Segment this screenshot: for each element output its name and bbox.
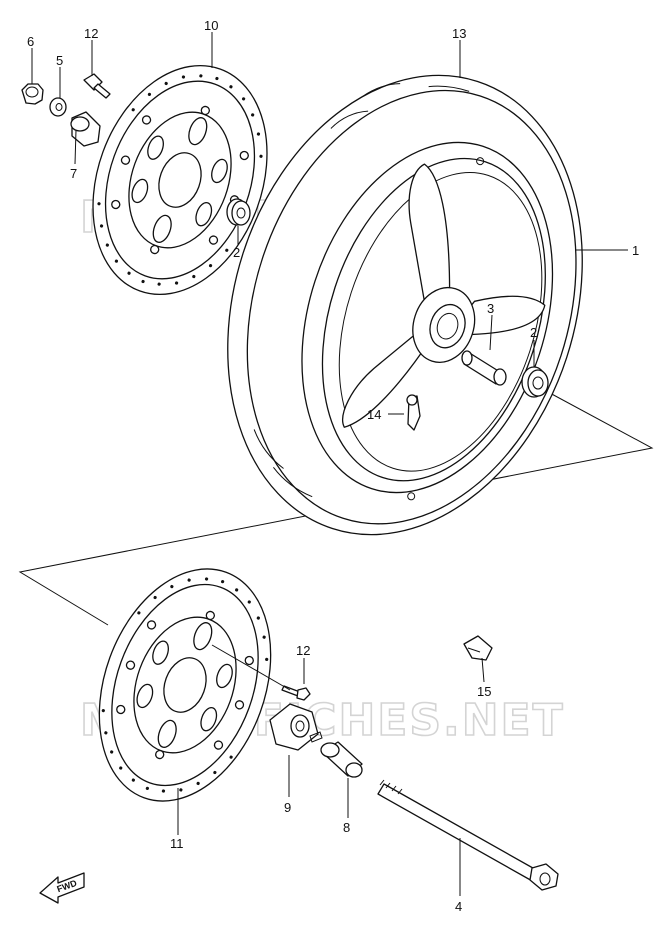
callout-12-top: 12 — [84, 26, 98, 41]
callout-3: 3 — [487, 301, 494, 316]
bolt-upper — [83, 73, 111, 99]
callout-4: 4 — [455, 899, 462, 914]
washer — [49, 97, 67, 117]
callout-9: 9 — [284, 800, 291, 815]
callout-6: 6 — [27, 34, 34, 49]
fwd-arrow-icon: FWD — [39, 872, 85, 904]
callout-5: 5 — [56, 53, 63, 68]
brake-disc-upper — [92, 64, 268, 296]
callout-10: 10 — [204, 18, 218, 33]
bearing-right — [521, 366, 549, 398]
callout-13: 13 — [452, 26, 466, 41]
callout-1: 1 — [632, 243, 639, 258]
bearing-left — [226, 198, 251, 226]
axle — [377, 779, 559, 891]
tire-and-wheel — [227, 74, 583, 536]
nut — [21, 83, 44, 105]
callout-11: 11 — [170, 836, 184, 851]
callout-7: 7 — [70, 166, 77, 181]
collar — [70, 111, 101, 147]
collar-lower — [269, 703, 323, 751]
brake-disc-lower — [98, 568, 272, 802]
callout-2-left: 2 — [233, 245, 240, 260]
spacer-lower — [320, 741, 363, 778]
leader-lines — [31, 32, 628, 896]
callout-labels: 13 10 12 6 5 7 2 1 3 2 14 12 15 9 8 11 4 — [27, 18, 639, 914]
callout-12-lower: 12 — [296, 643, 310, 658]
callout-8: 8 — [343, 820, 350, 835]
callout-15: 15 — [477, 684, 491, 699]
callout-2-right: 2 — [530, 325, 537, 340]
spacer — [461, 350, 507, 386]
clip — [463, 635, 493, 661]
air-valve — [406, 394, 421, 431]
callout-14: 14 — [367, 407, 381, 422]
